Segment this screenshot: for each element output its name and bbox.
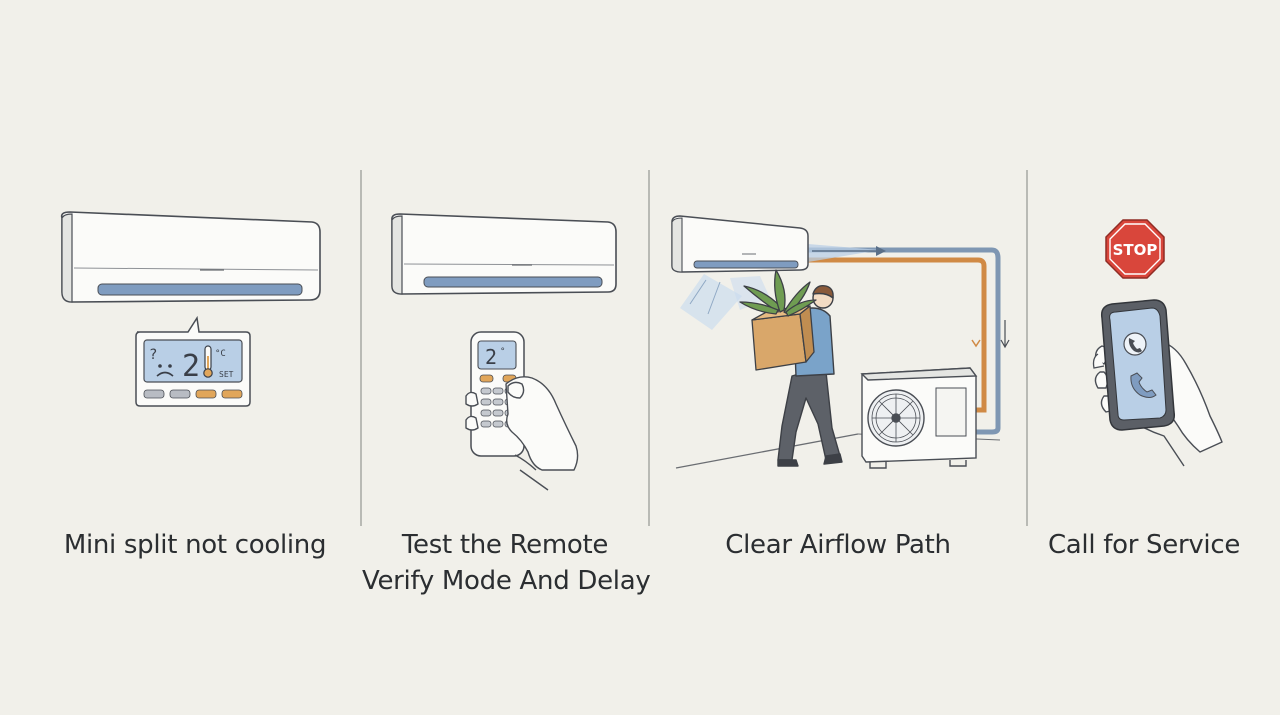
phone-icon <box>1130 372 1157 398</box>
remote-unit: ° <box>500 347 505 357</box>
panel-divider-3 <box>1026 170 1028 526</box>
ac-indoor-unit-icon <box>391 213 617 295</box>
refrigerant-lines-icon <box>805 247 1010 435</box>
panel-3-illustration <box>671 215 1010 469</box>
thermostat-display-icon: ? 2 °C SET <box>135 315 251 407</box>
panel-2-caption: Test the Remote Verify Mode And Delay <box>362 527 651 599</box>
panel-2-caption-line-2: Verify Mode And Delay <box>362 566 651 596</box>
panel-1-illustration: ? 2 °C SET <box>60 211 321 407</box>
panel-divider-2 <box>648 170 650 526</box>
thermostat-unit: °C <box>215 349 226 359</box>
panel-1-caption: Mini split not cooling <box>40 527 350 563</box>
ac-indoor-unit-icon <box>671 215 809 273</box>
panel-divider-1 <box>360 170 362 526</box>
panel-2-illustration: 2 ° <box>391 213 617 491</box>
thermostat-temperature: 2 <box>182 349 200 384</box>
panel-1-caption-line-1: Mini split not cooling <box>63 530 327 560</box>
thermometer-icon <box>203 345 213 378</box>
panel-3-caption: Clear Airflow Path <box>650 527 1026 563</box>
panel-4-illustration: STOP <box>1092 219 1223 467</box>
plant-box-icon <box>739 269 817 371</box>
smartphone-icon <box>1092 299 1176 431</box>
stop-sign-icon: STOP <box>1105 219 1165 279</box>
ac-indoor-unit-icon <box>60 211 321 303</box>
outdoor-condenser-icon <box>860 367 978 469</box>
panel-4-caption-line-1: Call for Service <box>1047 530 1241 560</box>
hand-icon <box>465 376 579 491</box>
airflow-arrow-icon <box>680 244 886 330</box>
remote-temperature: 2 <box>485 345 497 369</box>
thermostat-mode: SET <box>219 370 234 379</box>
panel-3-caption-line-1: Clear Airflow Path <box>725 530 951 560</box>
question-mark: ? <box>149 347 157 363</box>
stop-label: STOP <box>1113 241 1158 259</box>
panel-2-caption-line-1: Test the Remote <box>401 530 609 560</box>
sad-face-icon <box>156 364 174 377</box>
phone-icon <box>1123 332 1147 356</box>
panel-4-caption: Call for Service <box>1028 527 1260 563</box>
